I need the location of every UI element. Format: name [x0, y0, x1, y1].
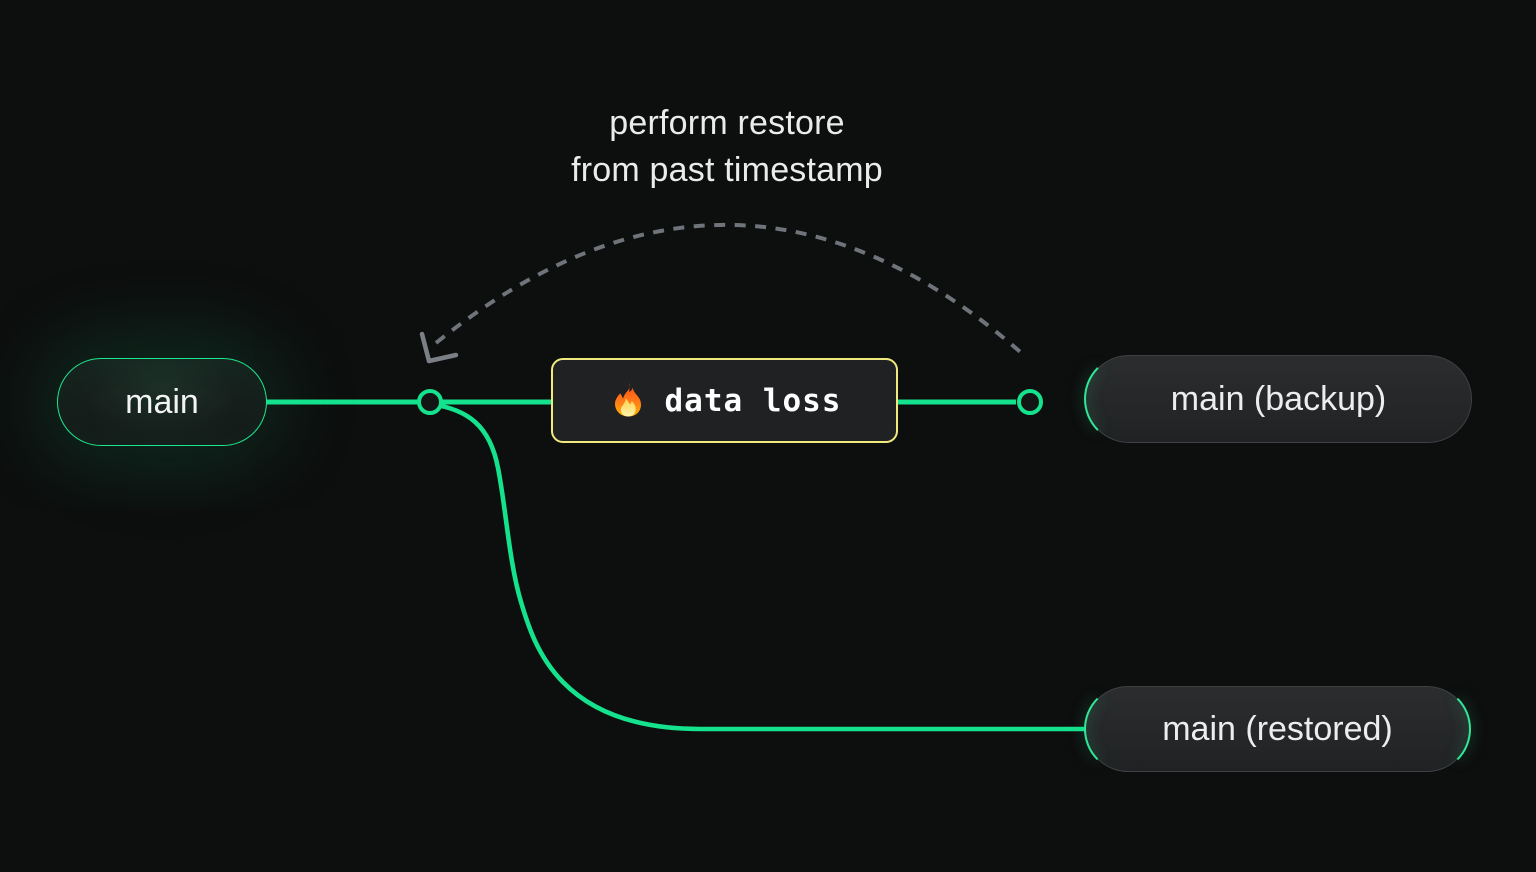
data-loss-event-box: data loss	[551, 358, 898, 443]
branch-node-main-label: main	[125, 382, 199, 421]
branch-node-restored: main (restored)	[1084, 685, 1471, 773]
backup-point-node	[1017, 389, 1043, 415]
branch-edge-to-restored	[427, 401, 1093, 732]
branch-node-restored-label: main (restored)	[1162, 709, 1393, 748]
branch-node-backup: main (backup)	[1084, 354, 1472, 444]
branch-point-node	[417, 389, 443, 415]
arrowhead-icon	[419, 331, 459, 364]
restore-annotation: perform restore from past timestamp	[377, 100, 1077, 194]
data-loss-label: data loss	[664, 382, 842, 419]
restore-dashed-arc	[434, 222, 1028, 359]
branch-node-backup-label: main (backup)	[1170, 379, 1387, 418]
restore-annotation-line2: from past timestamp	[571, 151, 883, 189]
restore-annotation-line1: perform restore	[609, 104, 845, 142]
branch-node-main: main	[57, 358, 267, 446]
fire-icon	[614, 382, 641, 416]
